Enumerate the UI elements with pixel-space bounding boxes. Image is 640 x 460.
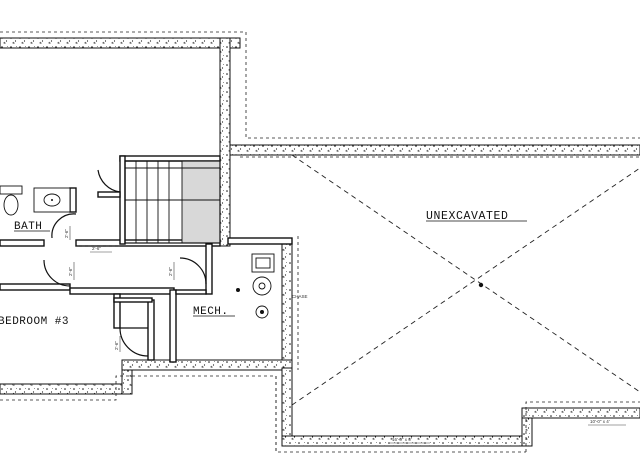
room-label-bedroom: BEDROOM #3 xyxy=(0,316,69,328)
dim-label-3: 2'-6" xyxy=(168,267,173,276)
room-label-unexcavated: UNEXCAVATED xyxy=(426,210,509,223)
foundation-wall-top-left xyxy=(0,37,241,49)
room-label-mech: MECH. xyxy=(193,306,229,318)
door-swing-closet xyxy=(119,327,149,357)
dim-label-5: 2'-6" xyxy=(114,341,119,350)
dim-label-bottom-right: 10'-0" x 4' xyxy=(590,419,610,424)
door-swing-bath-lower xyxy=(51,213,77,239)
foundation-wall-bottom-left xyxy=(0,383,127,395)
bedroom-top-wall xyxy=(0,283,71,291)
dim-label-bottom: 16'-0" x 4' xyxy=(392,437,412,442)
foundation-walls xyxy=(0,37,640,447)
footing-lines xyxy=(0,31,640,453)
note-chase: CHASE xyxy=(292,294,308,299)
door-swing-hall-right xyxy=(179,257,207,285)
dim-label-4: 2'-6" xyxy=(64,229,69,238)
door-swing-hall-left xyxy=(43,259,71,287)
dim-label-1: 2'-6" xyxy=(92,246,101,251)
mech-top-wall xyxy=(227,237,293,245)
doors xyxy=(43,169,207,357)
foundation-wall-bottom-mid xyxy=(121,359,293,371)
room-label-bath: BATH xyxy=(14,221,42,233)
dimension-lines xyxy=(69,226,626,444)
foundation-wall-bottom-right xyxy=(521,407,640,419)
floor-drain xyxy=(236,288,240,292)
foundation-wall-mech-right xyxy=(281,237,293,369)
dim-label-2: 2'-6" xyxy=(68,267,73,276)
foundation-wall-unexcavated-left xyxy=(281,367,293,445)
stair-treads-lower xyxy=(135,200,183,243)
mech-equipment xyxy=(236,253,275,319)
center-point xyxy=(478,282,484,288)
foundation-wall-mid-vertical xyxy=(219,37,231,247)
foundation-wall-unexcavated-top xyxy=(229,144,640,156)
stairs xyxy=(124,160,221,244)
unexcavated-diagonals xyxy=(291,154,640,406)
interior-walls xyxy=(0,155,293,363)
toilet-tank xyxy=(0,185,23,195)
bath-fixtures xyxy=(0,185,71,216)
door-swing-bath xyxy=(97,169,121,193)
stair-treads-upper xyxy=(135,161,183,200)
toilet-icon xyxy=(3,194,19,216)
